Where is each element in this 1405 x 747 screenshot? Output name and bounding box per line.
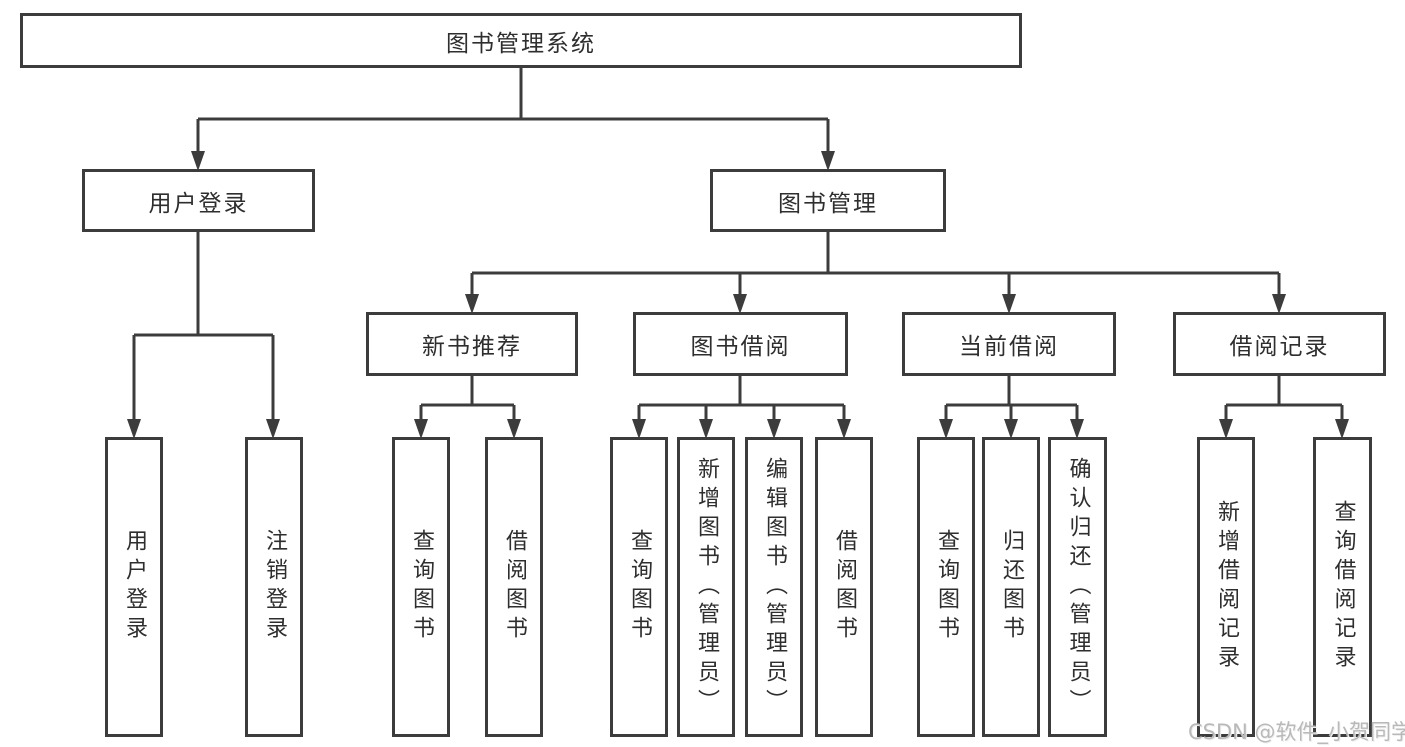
leaf-query-books-1-label: 查询图书 (409, 529, 434, 645)
leaf-user-login: 用户登录 (105, 437, 163, 737)
leaf-query-borrow-record-label: 查询借阅记录 (1330, 500, 1356, 674)
leaf-confirm-return-admin: 确认归还（管理员） (1048, 437, 1107, 737)
node-library-system-label: 图书管理系统 (446, 30, 596, 57)
leaf-borrow-books-1-label: 借阅图书 (502, 529, 527, 645)
node-book-borrowing-label: 图书借阅 (690, 334, 791, 360)
leaf-borrow-books-1: 借阅图书 (485, 437, 543, 737)
leaf-add-books-admin-label: 新增图书（管理员） (694, 456, 719, 718)
leaf-edit-books-admin: 编辑图书（管理员） (745, 437, 803, 737)
node-book-management-label: 图书管理 (778, 190, 878, 217)
node-user-login: 用户登录 (82, 169, 315, 232)
leaf-query-books-1: 查询图书 (392, 437, 450, 737)
node-library-system: 图书管理系统 (20, 13, 1022, 68)
node-book-management: 图书管理 (710, 169, 946, 232)
node-new-book-recommend-label: 新书推荐 (422, 334, 522, 360)
node-book-borrowing: 图书借阅 (633, 312, 848, 376)
arrowhead-icons (127, 151, 1349, 439)
leaf-query-books-3-label: 查询图书 (934, 529, 959, 645)
leaf-add-books-admin: 新增图书（管理员） (677, 437, 735, 737)
node-current-borrowing-label: 当前借阅 (959, 334, 1059, 360)
node-borrowing-records: 借阅记录 (1173, 312, 1386, 376)
node-current-borrowing: 当前借阅 (902, 312, 1116, 376)
csdn-watermark: CSDN @软件_小贺同学 (1188, 720, 1405, 744)
leaf-query-books-2-label: 查询图书 (627, 529, 652, 645)
leaf-logout: 注销登录 (245, 437, 303, 737)
leaf-query-books-3: 查询图书 (917, 437, 975, 737)
leaf-logout-label: 注销登录 (262, 529, 287, 645)
leaf-query-borrow-record: 查询借阅记录 (1313, 437, 1372, 737)
leaf-edit-books-admin-label: 编辑图书（管理员） (762, 456, 787, 718)
leaf-borrow-books-2: 借阅图书 (815, 437, 873, 737)
leaf-add-borrow-record-label: 新增借阅记录 (1214, 500, 1239, 674)
node-user-login-label: 用户登录 (148, 190, 249, 217)
leaf-add-borrow-record: 新增借阅记录 (1197, 437, 1255, 737)
leaf-return-books: 归还图书 (982, 437, 1040, 737)
leaf-borrow-books-2-label: 借阅图书 (832, 529, 857, 645)
leaf-return-books-label: 归还图书 (999, 529, 1024, 645)
leaf-user-login-label: 用户登录 (122, 529, 147, 645)
node-borrowing-records-label: 借阅记录 (1229, 334, 1330, 360)
node-new-book-recommend: 新书推荐 (366, 312, 578, 376)
leaf-query-books-2: 查询图书 (610, 437, 668, 737)
leaf-confirm-return-admin-label: 确认归还（管理员） (1065, 456, 1091, 718)
